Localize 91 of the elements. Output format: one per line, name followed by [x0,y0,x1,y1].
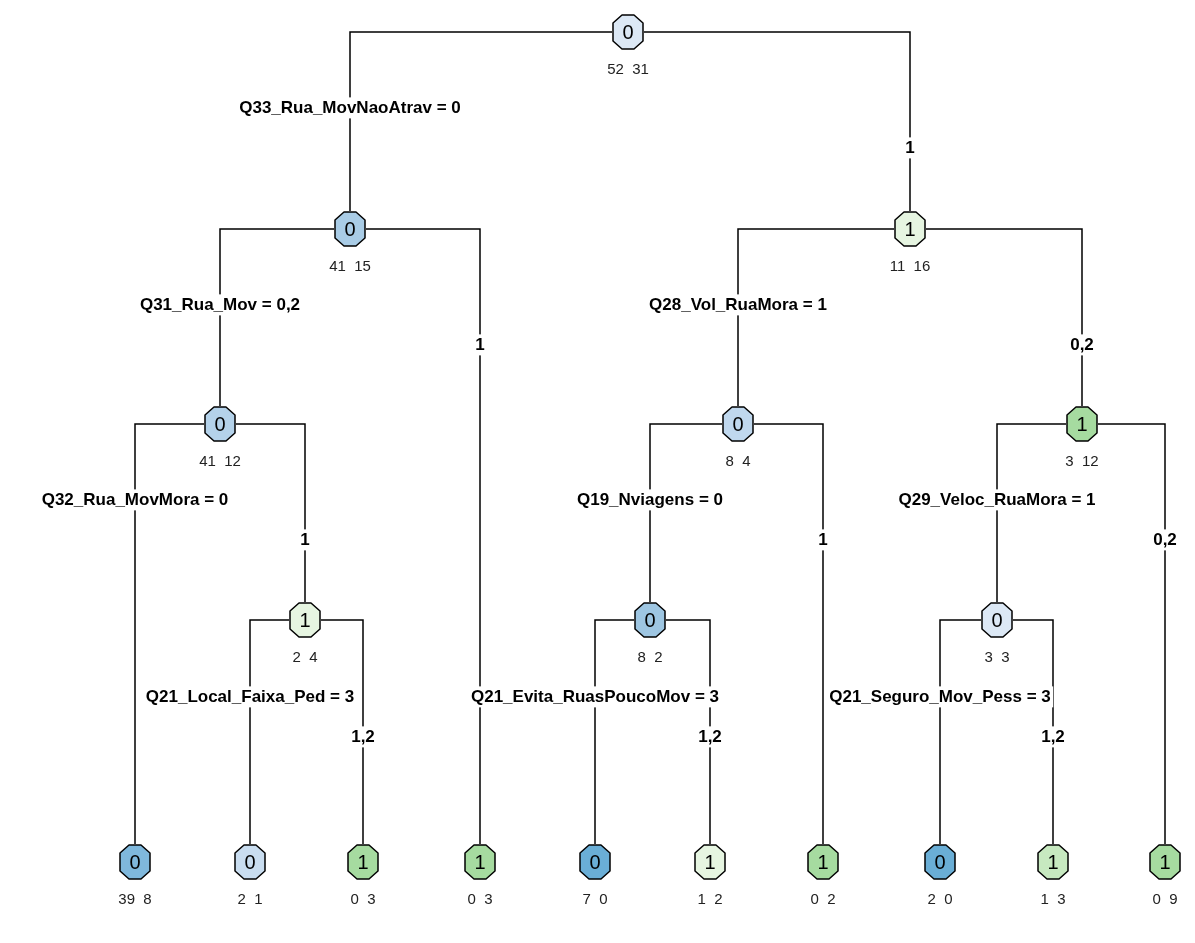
tree-node [722,406,754,442]
edge-label: Q32_Rua_MovMora = 0 [39,489,231,511]
tree-branch [737,228,895,407]
tree-branch [249,619,290,845]
class-label: 0 [644,610,656,630]
edge-label: Q29_Veloc_RuaMora = 1 [896,489,1098,511]
class-label: 1 [1047,852,1059,872]
edge-label: Q21_Evita_RuasPoucoMov = 3 [469,686,721,708]
edge-label: 0,2 [1068,334,1096,356]
count-label: 2 0 [927,890,953,909]
tree-node [1037,844,1069,880]
count-label: 3 12 [1065,452,1099,471]
class-label: 0 [244,852,256,872]
class-label: 1 [474,852,486,872]
tree-node [1066,406,1098,442]
tree-branch [643,31,911,212]
tree-branch [996,423,1067,603]
count-label: 2 1 [237,890,263,909]
class-label: 0 [934,852,946,872]
tree-node [334,211,366,247]
tree-node [924,844,956,880]
class-label: 0 [732,414,744,434]
tree-branch [649,423,723,603]
edge-label: 1 [816,529,830,551]
class-label: 1 [1076,414,1088,434]
count-label: 3 3 [984,648,1010,667]
tree-node [464,844,496,880]
edge-label: 1,2 [1039,726,1067,748]
edge-label: 1 [903,137,917,159]
count-label: 11 16 [889,257,931,276]
tree-node [894,211,926,247]
edge-label: 1 [298,529,312,551]
count-label: 8 4 [725,452,751,471]
tree-node [579,844,611,880]
class-label: 1 [299,610,311,630]
tree-node [981,602,1013,638]
tree-branch [753,423,824,845]
tree-node [694,844,726,880]
edge-label: 0,2 [1151,529,1179,551]
count-label: 2 4 [292,648,318,667]
tree-branch [925,228,1083,407]
edge-label: Q21_Local_Faixa_Ped = 3 [143,686,357,708]
tree-node [119,844,151,880]
edge-label: Q28_Vol_RuaMora = 1 [647,294,829,316]
class-label: 0 [589,852,601,872]
count-label: 1 3 [1040,890,1066,909]
tree-branch [320,619,364,845]
tree-branch [939,619,982,845]
edge-label: 1,2 [349,726,377,748]
count-label: 7 0 [582,890,608,909]
count-label: 39 8 [118,890,152,909]
tree-node [612,14,644,50]
edge-label: Q31_Rua_Mov = 0,2 [137,294,303,316]
edge-label: Q33_Rua_MovNaoAtrav = 0 [237,97,463,119]
edge-label: 1 [473,334,487,356]
tree-branch [134,423,205,845]
class-label: 1 [817,852,829,872]
count-label: 41 12 [199,452,241,471]
count-label: 52 31 [607,60,649,79]
class-label: 0 [622,22,634,42]
tree-node [234,844,266,880]
class-label: 0 [214,414,226,434]
count-label: 41 15 [329,257,371,276]
tree-branch [594,619,635,845]
class-label: 1 [357,852,369,872]
class-label: 0 [129,852,141,872]
edge-label: 1,2 [696,726,724,748]
class-label: 0 [991,610,1003,630]
count-label: 0 9 [1152,890,1178,909]
count-label: 0 3 [350,890,376,909]
count-label: 1 2 [697,890,723,909]
class-label: 1 [904,219,916,239]
tree-node [1149,844,1181,880]
tree-branch [349,31,613,212]
count-label: 0 2 [810,890,836,909]
tree-node [634,602,666,638]
tree-branch [219,228,335,407]
tree-branch [1097,423,1166,845]
count-label: 8 2 [637,648,663,667]
edge-label: Q19_Nviagens = 0 [575,489,725,511]
tree-branch [235,423,306,603]
class-label: 0 [344,219,356,239]
count-label: 0 3 [467,890,493,909]
edge-label: Q21_Seguro_Mov_Pess = 3 [827,686,1053,708]
tree-branch [365,228,481,845]
class-label: 1 [1159,852,1171,872]
tree-node [807,844,839,880]
tree-node [289,602,321,638]
class-label: 1 [704,852,716,872]
tree-node [347,844,379,880]
tree-node [204,406,236,442]
